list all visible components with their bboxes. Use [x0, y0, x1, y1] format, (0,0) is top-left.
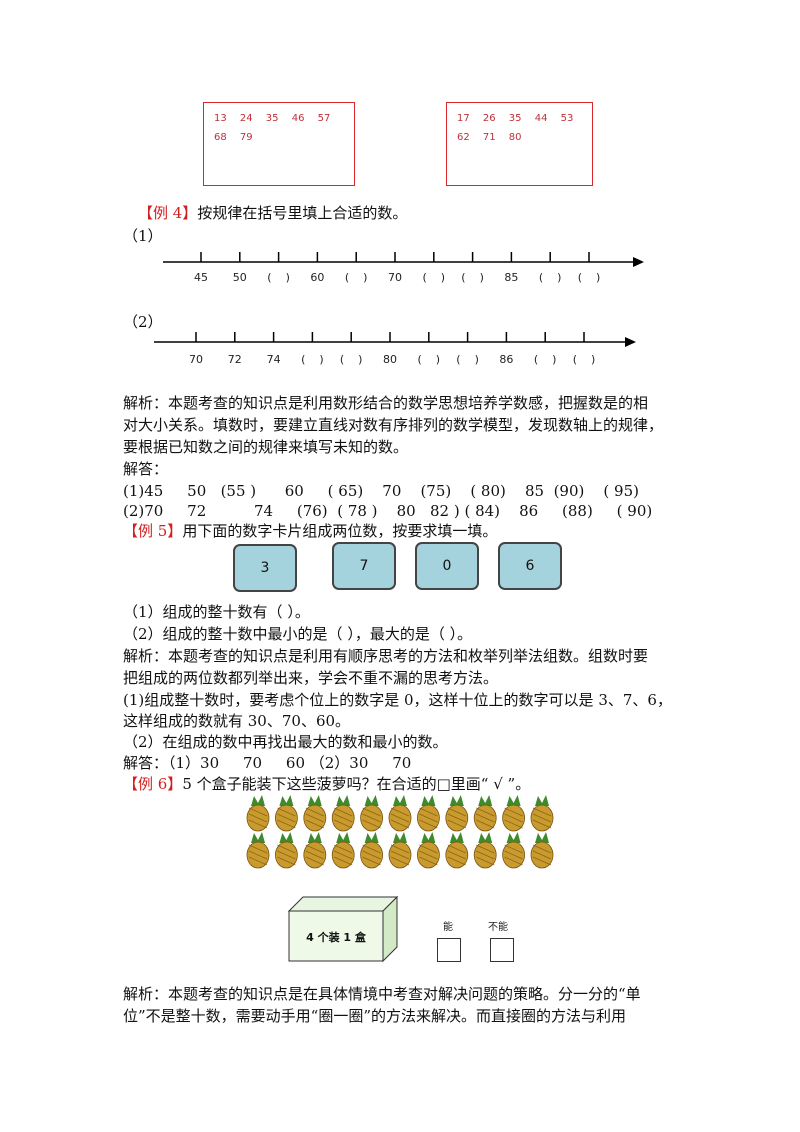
example-tag: 【例 5】 — [123, 522, 183, 540]
answer-line: (2)70 72 74 (76) ( 78 ) 80 82 ) ( 84) 86… — [123, 502, 653, 520]
example-5-heading: 【例 5】用下面的数字卡片组成两位数，按要求填一填。 — [123, 521, 497, 541]
analysis-line: 解析：本题考查的知识点是利用数形结合的数学思想培养学数感，把握数是的相 — [123, 394, 649, 412]
number-line-label: 85 — [504, 271, 519, 284]
number-row: 13 24 35 46 57 — [214, 113, 331, 124]
example-tag: 【例 6】 — [123, 775, 183, 793]
number-line-label: ( ) — [344, 271, 368, 284]
digit-card: 0 — [415, 542, 479, 590]
pineapple-icon — [388, 795, 412, 832]
number-line-label: 45 — [194, 271, 208, 284]
pineapple-icon — [275, 832, 298, 869]
number-line-label: ( ) — [339, 353, 363, 366]
digit-card: 6 — [498, 542, 562, 590]
number-line-label: ( ) — [267, 271, 290, 284]
pineapple-icon — [303, 795, 327, 832]
pineapple-icon — [388, 832, 412, 869]
number-line-label: 50 — [232, 271, 247, 284]
analysis-line: （2）在组成的数中再找出最大的数和最小的数。 — [123, 733, 448, 751]
part-label: （1） — [123, 227, 163, 245]
pineapple-icon — [530, 832, 554, 869]
pineapple-icon — [473, 795, 497, 832]
analysis-line: 把组成的两位数都列举出来，学会不重不漏的思考方法。 — [123, 669, 499, 687]
number-line-label: 72 — [227, 353, 242, 366]
number-line-label: 60 — [310, 271, 325, 284]
question-line: （2）组成的整十数中最小的是（ ），最大的是（ ）。 — [123, 625, 473, 643]
pineapple-icon — [303, 832, 327, 869]
pineapple-icon — [473, 832, 497, 869]
example-title: 用下面的数字卡片组成两位数，按要求填一填。 — [182, 522, 498, 540]
digit-card: 3 — [233, 544, 297, 592]
number-row: 17 26 35 44 53 — [457, 113, 574, 124]
number-line-label: ( ) — [461, 271, 484, 284]
pineapple-icon — [246, 795, 270, 832]
number-row: 62 71 80 — [457, 132, 522, 143]
number-box-left: 13 24 35 46 57 68 79 — [203, 102, 355, 186]
analysis-line: 要根据已知数之间的规律来填写未知的数。 — [123, 438, 409, 456]
number-line-label: 86 — [499, 353, 514, 366]
example-6-heading: 【例 6】5 个盒子能装下这些菠萝吗？在合适的□里画“ √ ”。 — [123, 774, 530, 794]
pineapple-icon — [416, 795, 440, 832]
number-line-label: 70 — [388, 271, 402, 284]
number-line-label: 70 — [189, 353, 203, 366]
number-line-label: ( ) — [577, 271, 601, 284]
digit-card: 7 — [332, 542, 396, 590]
pineapple-icon — [416, 832, 440, 869]
example-title: 按规律在括号里填上合适的数。 — [197, 204, 408, 222]
analysis-line: (1)组成整十数时，要考虑个位上的数字是 0，这样十位上的数字可以是 3、7、6… — [123, 691, 672, 709]
question-line: （1）组成的整十数有（ ）。 — [123, 603, 310, 621]
number-line-label: ( ) — [456, 353, 479, 366]
pineapple-icon — [360, 832, 383, 869]
number-line-label: ( ) — [417, 353, 441, 366]
pineapple-icon — [246, 832, 270, 869]
number-line-2 — [154, 332, 636, 347]
pineapple-icon — [502, 832, 526, 869]
pineapple-icon — [445, 832, 469, 869]
can-checkbox[interactable] — [437, 938, 461, 962]
analysis-line: 位”不是整十数，需要动手用“圈一圈”的方法来解决。而直接圈的方法与利用 — [123, 1007, 627, 1025]
can-label: 能 — [443, 922, 453, 933]
number-line-label: ( ) — [572, 353, 596, 366]
number-line-label: 80 — [383, 353, 397, 366]
cannot-label: 不能 — [488, 922, 508, 933]
number-line-label: 74 — [266, 353, 281, 366]
example-title: 5 个盒子能装下这些菠萝吗？在合适的□里画“ √ ”。 — [182, 775, 531, 793]
box-3d-icon — [287, 895, 399, 963]
pineapple-icon — [331, 795, 355, 832]
number-row: 68 79 — [214, 132, 253, 143]
pineapple-icon — [360, 795, 383, 832]
answer-line: (1)45 50 (55 ) 60 ( 65) 70 (75) ( 80) 85… — [123, 482, 639, 500]
example-tag: 【例 4】 — [138, 204, 198, 222]
answer-line: 解答：（1）30 70 60 （2）30 70 — [123, 754, 412, 772]
number-box-right: 17 26 35 44 53 62 71 80 — [446, 102, 593, 186]
pineapple-icon — [331, 832, 355, 869]
box-label: 4 个装 1 盒 — [306, 931, 366, 944]
number-line-label: ( ) — [533, 353, 557, 366]
example-4-heading: 【例 4】按规律在括号里填上合适的数。 — [138, 203, 407, 223]
pineapple-grid-icon — [246, 795, 554, 869]
analysis-line: 解析：本题考查的知识点是利用有顺序思考的方法和枚举列举法组数。组数时要 — [123, 647, 649, 665]
pineapple-icon — [275, 795, 298, 832]
number-line-label: ( ) — [422, 271, 446, 284]
analysis-line: 解析：本题考查的知识点是在具体情境中考查对解决问题的策略。分一分的“单 — [123, 985, 641, 1003]
part-label: （2） — [123, 313, 163, 331]
number-line-label: ( ) — [301, 353, 324, 366]
pineapple-icon — [530, 795, 554, 832]
pineapple-icon — [445, 795, 469, 832]
number-line-label: ( ) — [538, 271, 562, 284]
pineapple-icon — [502, 795, 526, 832]
analysis-line: 这样组成的数就有 30、70、60。 — [123, 712, 351, 730]
analysis-line: 对大小关系。填数时，要建立直线对数有序排列的数学模型，发现数轴上的规律， — [123, 416, 664, 434]
cannot-checkbox[interactable] — [490, 938, 514, 962]
number-line-1 — [163, 252, 644, 267]
answer-label: 解答： — [123, 460, 169, 478]
